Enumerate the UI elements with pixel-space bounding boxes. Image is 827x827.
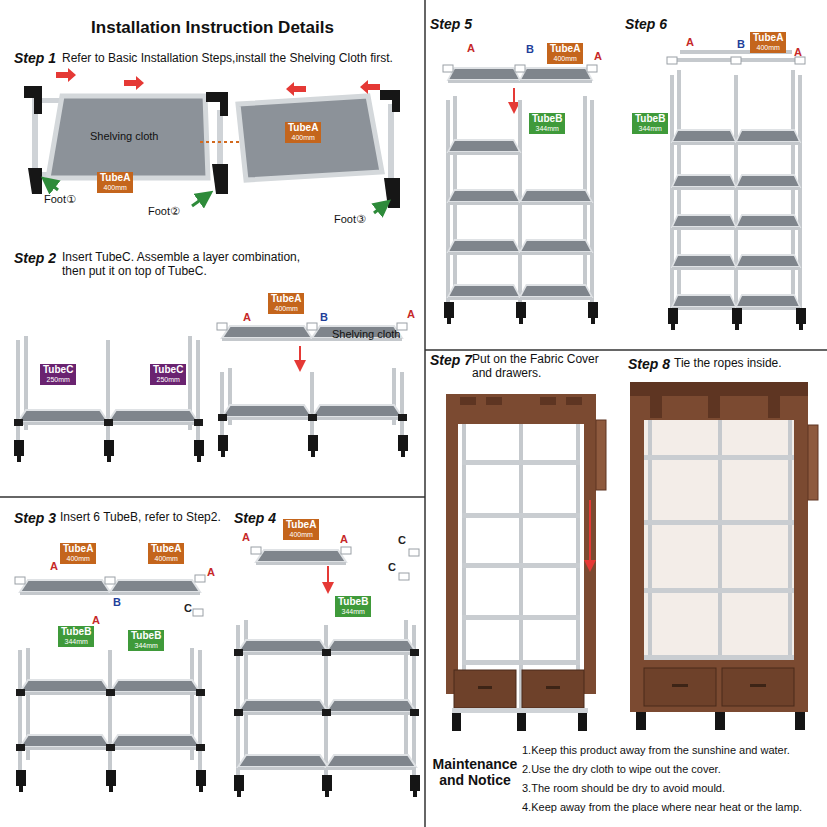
tube-length: 400mm bbox=[271, 305, 301, 312]
tube-length: 344mm bbox=[131, 642, 161, 649]
tube-length: 344mm bbox=[532, 125, 562, 132]
point-letter: A bbox=[686, 36, 694, 49]
tube-tag: TubeB344mm bbox=[632, 113, 668, 134]
tube-tag: TubeB344mm bbox=[58, 626, 94, 647]
tube-length: 344mm bbox=[635, 125, 665, 132]
instruction-text: Insert TubeC. Assemble a layer combinati… bbox=[62, 251, 312, 279]
point-letter: B bbox=[526, 43, 534, 56]
instruction-text: Refer to Basic Installation Steps,instal… bbox=[62, 52, 393, 66]
step-number: Step 5 bbox=[430, 16, 472, 32]
tube-tag: TubeA400mm bbox=[750, 32, 786, 53]
step2-figure bbox=[14, 323, 408, 462]
tube-name: TubeA bbox=[550, 44, 580, 55]
tube-length: 344mm bbox=[61, 638, 91, 645]
tube-length: 400mm bbox=[63, 555, 93, 562]
tube-name: TubeB bbox=[532, 114, 562, 125]
tube-tag: TubeB344mm bbox=[335, 596, 371, 617]
step-number: Step 6 bbox=[625, 16, 667, 32]
tube-name: TubeB bbox=[635, 114, 665, 125]
part-caption: Foot② bbox=[148, 205, 180, 218]
step-number: Step 3 bbox=[14, 510, 56, 526]
step8-wardrobe bbox=[630, 382, 818, 730]
instruction-text: Tie the ropes inside. bbox=[674, 357, 782, 371]
tube-name: TubeA bbox=[288, 123, 318, 134]
notice-text: 3.The room should be dry to avoid mould. bbox=[522, 782, 725, 795]
title-text: Installation Instruction Details bbox=[0, 18, 425, 38]
tube-name: TubeB bbox=[338, 597, 368, 608]
part-caption: Shelving cloth bbox=[332, 328, 401, 341]
instruction-text: Insert 6 TubeB, refer to Step2. bbox=[60, 511, 221, 525]
point-letter: B bbox=[113, 596, 121, 609]
point-letter: A bbox=[340, 533, 348, 546]
step-number: Step 1 bbox=[14, 50, 56, 66]
point-letter: C bbox=[184, 602, 192, 615]
tube-tag: TubeC250mm bbox=[40, 364, 76, 385]
tube-name: TubeA bbox=[151, 544, 181, 555]
tube-length: 400mm bbox=[286, 531, 316, 538]
step1-figure bbox=[24, 68, 400, 213]
tube-name: TubeA bbox=[100, 173, 130, 184]
point-letter: A bbox=[594, 50, 602, 63]
tube-name: TubeA bbox=[63, 544, 93, 555]
tube-name: TubeA bbox=[286, 520, 316, 531]
part-caption: Foot① bbox=[44, 193, 76, 206]
tube-tag: TubeC250mm bbox=[150, 364, 186, 385]
point-letter: B bbox=[320, 311, 328, 324]
step3-figure bbox=[15, 575, 206, 792]
tube-name: TubeB bbox=[61, 627, 91, 638]
point-letter: A bbox=[242, 531, 250, 544]
tube-tag: TubeA400mm bbox=[547, 43, 583, 64]
step5-figure bbox=[443, 65, 598, 324]
tube-tag: TubeA400mm bbox=[268, 293, 304, 314]
point-letter: A bbox=[794, 46, 802, 59]
tube-tag: TubeB344mm bbox=[529, 113, 565, 134]
point-letter: A bbox=[467, 42, 475, 55]
tube-length: 400mm bbox=[550, 55, 580, 62]
part-caption: Foot③ bbox=[334, 213, 366, 226]
tube-length: 400mm bbox=[288, 134, 318, 141]
step-number: Step 2 bbox=[14, 250, 56, 266]
point-letter: A bbox=[92, 614, 100, 627]
tube-name: TubeA bbox=[753, 33, 783, 44]
step6-figure bbox=[667, 52, 806, 330]
tube-name: TubeA bbox=[271, 294, 301, 305]
point-letter: A bbox=[243, 311, 251, 324]
tube-length: 250mm bbox=[43, 376, 73, 383]
tube-tag: TubeA400mm bbox=[60, 543, 96, 564]
part-caption: Shelving cloth bbox=[90, 130, 159, 143]
tube-length: 400mm bbox=[151, 555, 181, 562]
point-letter: A bbox=[50, 560, 58, 573]
tube-tag: TubeA400mm bbox=[97, 172, 133, 193]
point-letter: A bbox=[407, 308, 415, 321]
tube-length: 250mm bbox=[153, 376, 183, 383]
step4-figure bbox=[234, 547, 420, 797]
tube-name: TubeB bbox=[131, 631, 161, 642]
notice-text: 2.Use the dry cloth to wipe out the cove… bbox=[522, 763, 721, 776]
tube-name: TubeC bbox=[153, 365, 183, 376]
tube-tag: TubeA400mm bbox=[285, 122, 321, 143]
notice-heading: Maintenance and Notice bbox=[428, 756, 522, 788]
step-number: Step 8 bbox=[628, 356, 670, 372]
point-letter: C bbox=[388, 561, 396, 574]
point-letter: C bbox=[398, 534, 406, 547]
instruction-text: Put on the Fabric Cover and drawers. bbox=[472, 353, 617, 381]
step7-wardrobe bbox=[446, 394, 606, 731]
tube-length: 400mm bbox=[753, 44, 783, 51]
step-number: Step 4 bbox=[234, 510, 276, 526]
point-letter: A bbox=[207, 566, 215, 579]
tube-length: 400mm bbox=[100, 184, 130, 191]
tube-tag: TubeA400mm bbox=[283, 519, 319, 540]
point-letter: B bbox=[737, 38, 745, 51]
tube-tag: TubeA400mm bbox=[148, 543, 184, 564]
notice-text: 1.Keep this product away from the sunshi… bbox=[522, 744, 790, 757]
step-number: Step 7 bbox=[430, 352, 472, 368]
tube-length: 344mm bbox=[338, 608, 368, 615]
notice-text: 4.Keep away from the place where near he… bbox=[522, 801, 802, 814]
tube-name: TubeC bbox=[43, 365, 73, 376]
tube-tag: TubeB344mm bbox=[128, 630, 164, 651]
